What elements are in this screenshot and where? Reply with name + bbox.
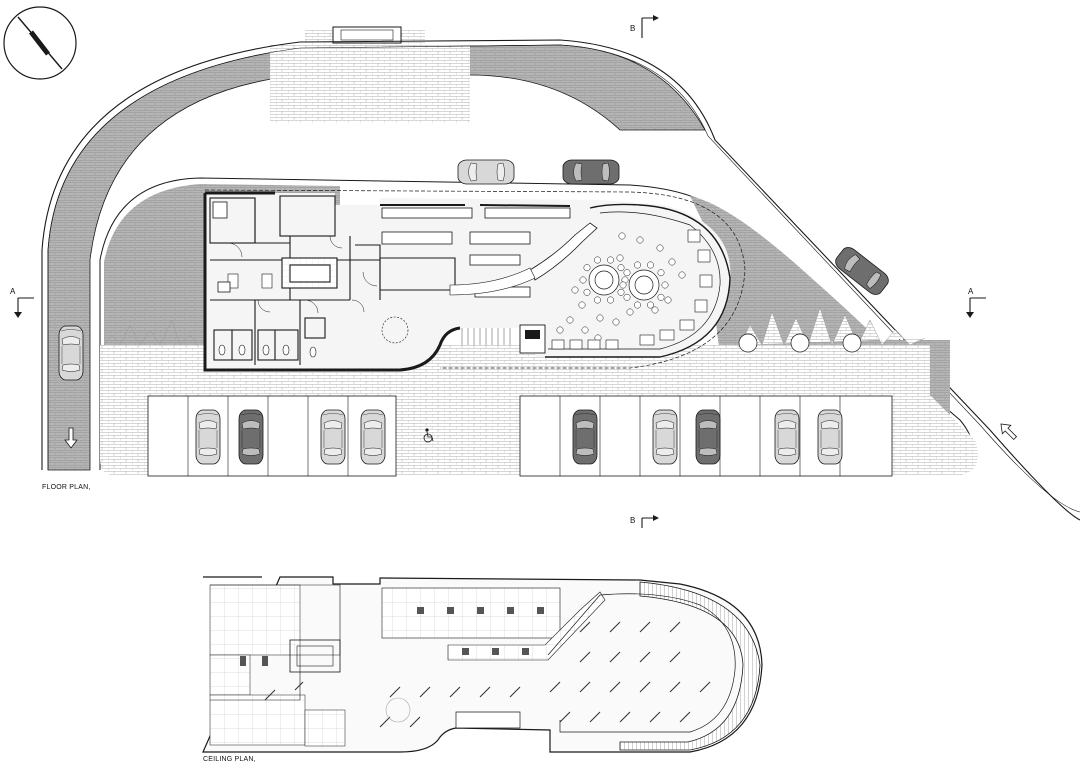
chair	[594, 296, 601, 304]
chairs	[556, 232, 686, 342]
chair	[657, 269, 665, 277]
chair	[607, 256, 614, 264]
chair	[636, 236, 644, 244]
ceiling-plan-label: CEILING PLAN,	[203, 756, 256, 763]
tree	[738, 333, 758, 353]
chair	[571, 286, 579, 294]
chair	[556, 326, 564, 334]
section-marker-a-left: A	[10, 287, 16, 296]
round-table	[381, 316, 409, 344]
road-edge-outer	[41, 39, 1080, 521]
exterior-wall	[203, 193, 461, 372]
chair	[657, 293, 665, 301]
chair	[583, 264, 591, 272]
chair	[578, 301, 586, 309]
section-marker-b-bottom: B	[630, 516, 636, 525]
ceiling-plan-drawing	[202, 576, 763, 753]
tree	[790, 333, 810, 353]
chair	[619, 281, 627, 289]
chair	[594, 256, 601, 264]
host-stand	[519, 324, 546, 354]
wheelchair-icon	[423, 428, 434, 443]
chair	[668, 258, 676, 266]
chair	[647, 261, 654, 269]
chair	[661, 281, 669, 289]
car-on-road	[832, 243, 892, 299]
chair	[664, 296, 672, 304]
chair	[616, 254, 624, 262]
chair	[651, 306, 659, 314]
arrow-down-icon	[64, 427, 78, 449]
chair	[656, 244, 664, 252]
chair	[596, 314, 604, 322]
chair	[583, 288, 591, 296]
chair	[607, 296, 614, 304]
kitchen-counters	[212, 201, 571, 298]
chair	[647, 301, 654, 309]
chair	[617, 288, 625, 296]
car-on-road	[457, 159, 515, 185]
arrow-up-left-icon	[1000, 423, 1018, 441]
toilet-fixtures	[218, 273, 317, 358]
entry-canopy	[332, 26, 402, 44]
canopy-outline	[204, 189, 746, 369]
section-marker-b-top: B	[630, 24, 636, 33]
chair	[617, 264, 625, 272]
tree	[842, 333, 862, 353]
chair	[678, 271, 686, 279]
chair	[623, 293, 631, 301]
section-marker-lines	[17, 17, 986, 528]
section-marker-a-right: A	[968, 287, 974, 296]
north-arrow-icon	[3, 6, 77, 80]
chair	[634, 261, 641, 269]
building-footprint	[205, 193, 731, 370]
bar-counter	[529, 222, 598, 281]
chair	[634, 301, 641, 309]
door-swings	[227, 235, 378, 314]
chair	[579, 276, 587, 284]
floor-plan-label: FLOOR PLAN,	[42, 484, 91, 491]
chair	[626, 308, 634, 316]
chair	[618, 232, 626, 240]
light-paving-pattern	[270, 30, 470, 123]
chair	[623, 269, 631, 277]
dining-seating	[588, 264, 660, 301]
chair	[581, 326, 589, 334]
car-on-road	[562, 159, 620, 185]
chair	[612, 318, 620, 326]
chair	[566, 316, 574, 324]
